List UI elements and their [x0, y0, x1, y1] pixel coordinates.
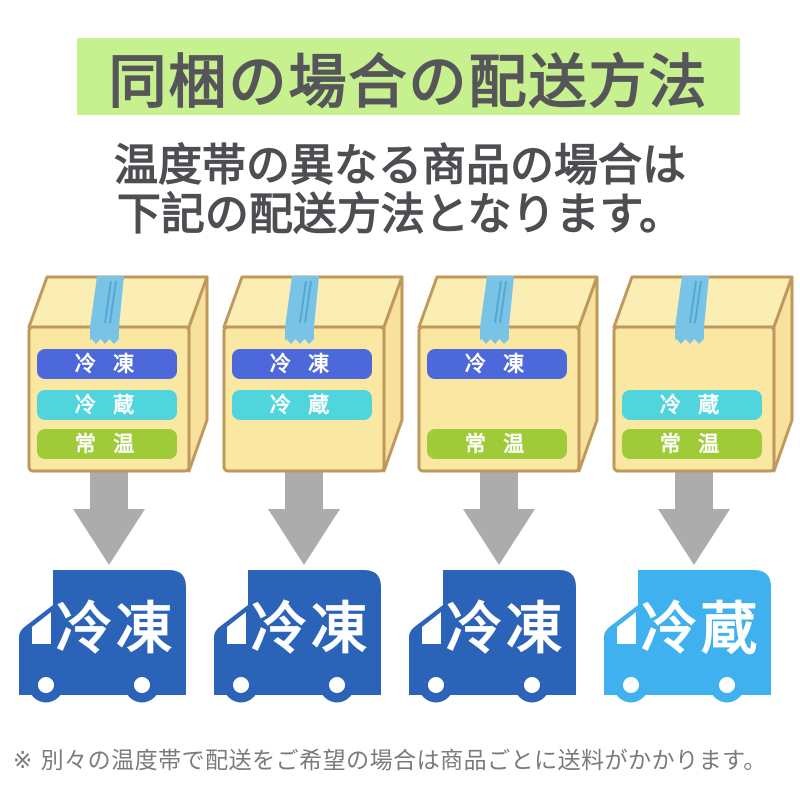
temp-label-frozen: 冷 凍 — [37, 349, 177, 379]
packing-tape-icon — [285, 276, 319, 344]
temp-label-ambient: 常 温 — [427, 429, 567, 459]
cardboard-box: 冷 凍冷 蔵 — [222, 275, 404, 473]
temp-label-chilled: 冷 蔵 — [37, 390, 177, 420]
svg-text:常 温: 常 温 — [660, 432, 724, 456]
delivery-truck-chilled: 冷蔵 — [604, 570, 771, 703]
shipping-column-frozen-chilled-ambient: 冷 凍冷 蔵常 温 冷凍 — [19, 273, 209, 708]
temp-label-chilled: 冷 蔵 — [232, 390, 372, 420]
cardboard-box: 冷 凍冷 蔵常 温 — [27, 275, 209, 473]
temperature-labels: 冷 凍常 温 — [427, 349, 567, 459]
truck-temp-label: 冷凍 — [446, 597, 566, 662]
down-arrow-icon — [268, 467, 340, 565]
temp-label-chilled: 冷 蔵 — [622, 390, 762, 420]
packing-tape-icon — [675, 276, 709, 344]
temp-label-frozen: 冷 凍 — [232, 349, 372, 379]
truck-window — [32, 612, 51, 644]
svg-text:冷 凍: 冷 凍 — [465, 352, 529, 376]
svg-text:冷 蔵: 冷 蔵 — [75, 393, 139, 417]
truck-body — [409, 570, 576, 695]
temperature-labels: 冷 凍冷 蔵常 温 — [37, 349, 177, 459]
delivery-truck-frozen: 冷凍 — [19, 570, 186, 703]
truck-temp-label: 冷凍 — [56, 597, 176, 662]
temp-label-frozen: 冷 凍 — [427, 349, 567, 379]
svg-text:冷 凍: 冷 凍 — [75, 352, 139, 376]
packing-tape-icon — [90, 276, 124, 344]
svg-text:常 温: 常 温 — [465, 432, 529, 456]
down-arrow-icon — [658, 467, 730, 565]
down-arrow-icon — [73, 467, 145, 565]
truck-window — [227, 612, 246, 644]
temperature-labels: 冷 凍冷 蔵 — [232, 349, 372, 420]
subtitle-line-2: 下記の配送方法となります。 — [116, 189, 684, 240]
temp-label-ambient: 常 温 — [37, 429, 177, 459]
packing-tape-icon — [480, 276, 514, 344]
down-arrow-icon — [463, 467, 535, 565]
shipping-column-chilled-ambient: 冷 蔵常 温 冷蔵 — [604, 273, 794, 708]
truck-body — [604, 570, 771, 695]
truck-temp-label: 冷蔵 — [641, 597, 761, 662]
svg-text:冷 蔵: 冷 蔵 — [270, 393, 334, 417]
truck-body — [19, 570, 186, 695]
columns-area: 冷 凍冷 蔵常 温 冷凍 — [0, 273, 800, 708]
subtitle-line-1: 温度帯の異なる商品の場合は — [114, 140, 686, 191]
footnote: ※ 別々の温度帯で配送をご希望の場合は商品ごとに送料がかかります。 — [13, 748, 767, 774]
svg-text:冷 蔵: 冷 蔵 — [660, 393, 724, 417]
page-title: 同梱の場合の配送方法 — [108, 47, 709, 116]
shipping-column-frozen-chilled: 冷 凍冷 蔵 冷凍 — [214, 273, 404, 708]
subtitle: 温度帯の異なる商品の場合は 下記の配送方法となります。 — [0, 141, 800, 239]
truck-temp-label: 冷凍 — [251, 597, 371, 662]
truck-body — [214, 570, 381, 695]
svg-text:冷 凍: 冷 凍 — [270, 352, 334, 376]
cardboard-box: 冷 蔵常 温 — [612, 275, 794, 473]
delivery-truck-frozen: 冷凍 — [409, 570, 576, 703]
temp-label-ambient: 常 温 — [622, 429, 762, 459]
cardboard-box: 冷 凍常 温 — [417, 275, 599, 473]
svg-text:常 温: 常 温 — [75, 432, 139, 456]
temperature-labels: 冷 蔵常 温 — [622, 390, 762, 459]
title-banner: 同梱の場合の配送方法 — [77, 38, 740, 116]
shipping-column-frozen-ambient: 冷 凍常 温 冷凍 — [409, 273, 599, 708]
truck-window — [617, 612, 636, 644]
delivery-truck-frozen: 冷凍 — [214, 570, 381, 703]
truck-window — [422, 612, 441, 644]
